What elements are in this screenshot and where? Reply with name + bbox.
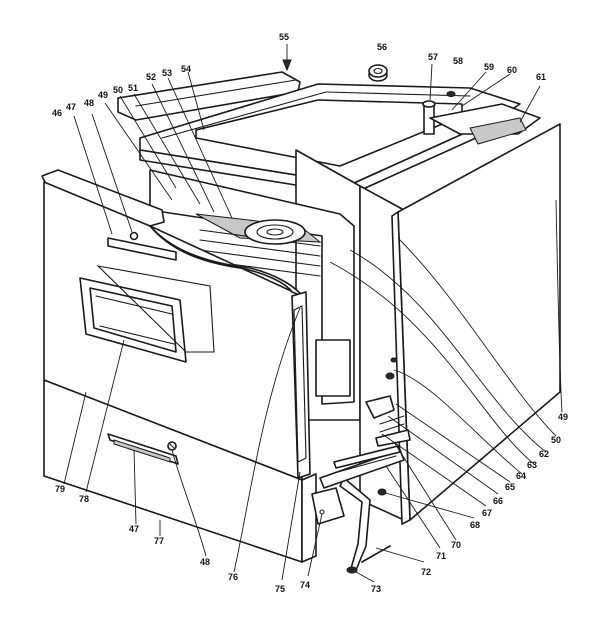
callout-76: 76 [228,572,238,582]
callout-47-top: 47 [66,102,76,112]
callout-71: 71 [436,551,446,561]
inner-cavity [149,169,355,405]
callout-75: 75 [275,584,285,594]
callout-51: 51 [128,83,138,93]
callout-73: 73 [371,584,381,594]
callout-46: 46 [52,108,62,118]
callout-62: 62 [539,449,549,459]
callout-48-top: 48 [84,98,94,108]
callout-61: 61 [536,72,546,82]
callout-74: 74 [300,580,310,590]
callout-55: 55 [279,32,289,42]
right-side-panel [391,123,561,525]
callout-49-top: 49 [98,90,108,100]
callout-59: 59 [484,62,494,72]
callout-60: 60 [507,65,517,75]
callout-labels: 46 47 48 49 50 51 52 53 54 55 56 57 58 5… [52,32,568,594]
knob-part-56 [368,64,388,82]
callout-50-top: 50 [113,85,123,95]
leader-lines [63,44,563,583]
callout-66: 66 [493,496,503,506]
callout-68: 68 [470,520,480,530]
callout-72: 72 [421,567,431,577]
kick-panel-indicator [167,441,177,451]
callout-52: 52 [146,72,156,82]
callout-56: 56 [377,42,387,52]
callout-77: 77 [154,536,164,546]
door-window-frame [79,265,215,363]
callout-57: 57 [428,52,438,62]
bottom-hardware [311,357,411,574]
callout-65: 65 [505,482,515,492]
callout-49-side: 49 [558,412,568,422]
callout-53: 53 [162,68,172,78]
door-label-strip-top [107,237,177,261]
callout-47-bottom: 47 [129,524,139,534]
callout-48-bottom: 48 [200,557,210,567]
callout-63: 63 [527,460,537,470]
post-part-57 [422,100,436,135]
rear-top-frame [429,103,541,145]
callout-67: 67 [482,508,492,518]
door-indicator-top [129,231,139,241]
callout-79: 79 [55,484,65,494]
callout-50-side: 50 [551,435,561,445]
callout-64: 64 [516,471,526,481]
callout-54: 54 [181,64,191,74]
callout-58: 58 [453,56,463,66]
callout-70: 70 [451,540,461,550]
screw-part-58 [446,91,456,97]
callout-78: 78 [79,494,89,504]
kick-panel-label-strip [107,433,179,465]
